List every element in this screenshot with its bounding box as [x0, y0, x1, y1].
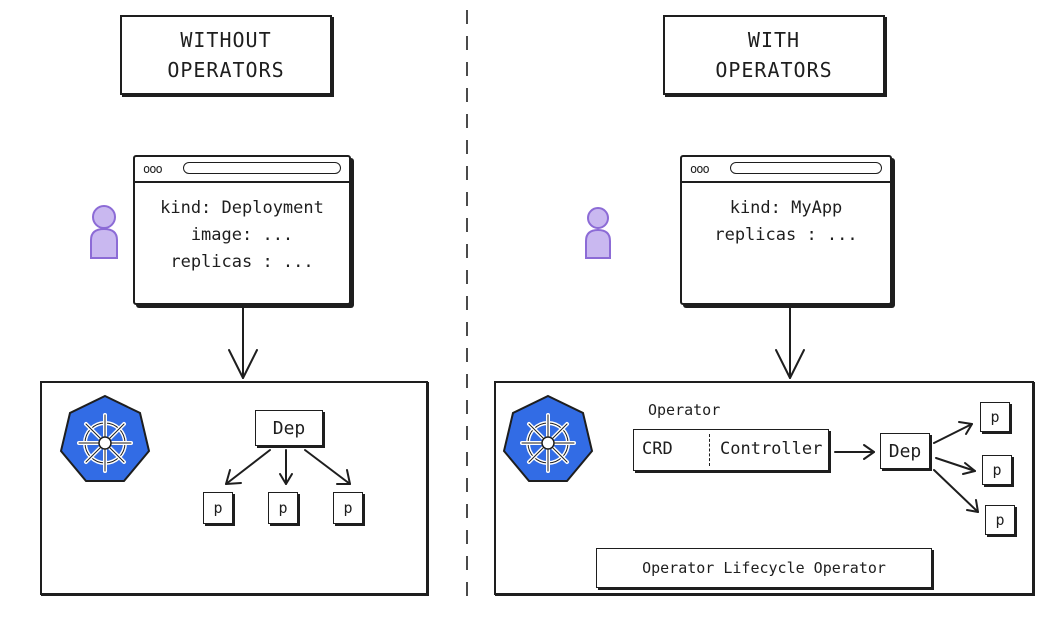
- left-cluster-box: [40, 381, 428, 595]
- operator-box: CRD Controller: [633, 429, 829, 471]
- pod-label: p: [343, 499, 353, 517]
- pod-label: p: [278, 499, 288, 517]
- right-manifest-window: ooo kind: MyApp replicas : ...: [680, 155, 892, 305]
- lifecycle-operator-label: Operator Lifecycle Operator: [642, 559, 886, 577]
- pod-label: p: [990, 408, 1000, 426]
- window-dots-icon: ooo: [143, 162, 163, 176]
- manifest-line: image: ...: [190, 225, 294, 245]
- right-deployment-box: Dep: [880, 433, 930, 469]
- browser-titlebar: ooo: [682, 157, 890, 183]
- left-pod-2: p: [268, 492, 298, 524]
- address-bar: [730, 162, 882, 174]
- manifest-line: replicas : ...: [170, 252, 314, 272]
- right-title-line1: WITH: [747, 28, 801, 52]
- window-dots-icon: ooo: [690, 162, 710, 176]
- lifecycle-operator-box: Operator Lifecycle Operator: [596, 548, 932, 588]
- right-pod-2: p: [982, 455, 1012, 485]
- deployment-label: Dep: [888, 440, 922, 462]
- right-pod-3: p: [985, 505, 1015, 535]
- left-title-line1: WITHOUT: [180, 28, 272, 52]
- left-manifest-window: ooo kind: Deployment image: ... replicas…: [133, 155, 351, 305]
- crd-controller-separator: [709, 434, 710, 466]
- address-bar: [183, 162, 341, 174]
- manifest-line: kind: MyApp: [729, 198, 843, 218]
- right-pod-1: p: [980, 402, 1010, 432]
- right-title-line2: OPERATORS: [715, 58, 833, 82]
- pod-label: p: [992, 461, 1002, 479]
- manifest-line: kind: Deployment: [160, 198, 324, 218]
- pod-label: p: [995, 511, 1005, 529]
- left-pod-3: p: [333, 492, 363, 524]
- manifest-text: kind: Deployment image: ... replicas : .…: [135, 195, 349, 276]
- manifest-line: replicas : ...: [714, 225, 858, 245]
- deployment-label: Dep: [272, 417, 306, 439]
- pod-label: p: [213, 499, 223, 517]
- right-title-box: WITH OPERATORS: [663, 15, 885, 95]
- operator-label: Operator: [648, 401, 721, 419]
- browser-titlebar: ooo: [135, 157, 349, 183]
- left-title-line2: OPERATORS: [167, 58, 285, 82]
- manifest-text: kind: MyApp replicas : ...: [682, 195, 890, 249]
- left-title-box: WITHOUT OPERATORS: [120, 15, 332, 95]
- left-pod-1: p: [203, 492, 233, 524]
- left-deployment-box: Dep: [255, 410, 323, 446]
- crd-label: CRD: [642, 439, 673, 459]
- controller-label: Controller: [720, 439, 823, 459]
